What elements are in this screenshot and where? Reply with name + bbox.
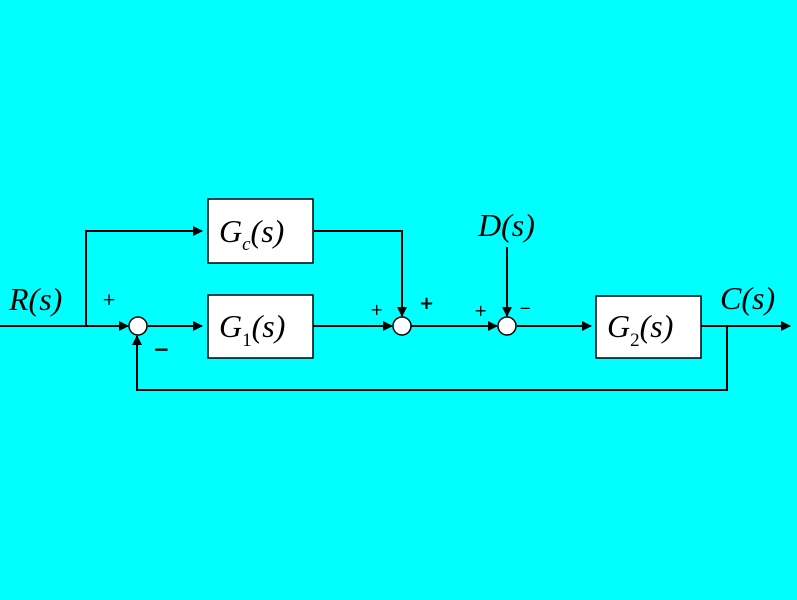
input-signal-label: R(s) <box>8 281 62 317</box>
output-symbol: C <box>720 280 742 316</box>
block-g2-label: G2(s) <box>607 308 673 351</box>
block-gc <box>207 198 314 264</box>
block-g2 <box>595 295 702 359</box>
g2-subscript: 2 <box>630 330 640 351</box>
input-symbol: R <box>8 281 29 317</box>
feedback-path <box>132 326 728 391</box>
j1-minus-sign: − <box>153 337 170 361</box>
j2-top-plus-sign: + <box>419 293 434 314</box>
block-g1-label: G1(s) <box>219 308 285 351</box>
gc-argument: (s) <box>251 213 285 249</box>
summing-junction-1 <box>128 316 148 336</box>
block-gc-label: Gc(s) <box>219 213 284 255</box>
g1-argument: (s) <box>252 308 286 344</box>
block-g1 <box>207 294 314 359</box>
output-signal-label: C(s) <box>720 280 775 316</box>
g2-symbol: G <box>607 308 630 344</box>
j3-left-plus-sign: + <box>474 301 487 320</box>
gc-symbol: G <box>219 213 242 249</box>
g1-symbol: G <box>219 308 242 344</box>
gc-subscript: c <box>242 234 251 255</box>
summing-junction-2 <box>392 316 412 336</box>
j3-minus-sign: − <box>519 299 532 317</box>
gc-to-j2-line <box>314 230 407 317</box>
g2-argument: (s) <box>640 308 674 344</box>
disturbance-argument: (s) <box>501 207 535 243</box>
output-argument: (s) <box>741 280 775 316</box>
summing-junction-3 <box>497 316 517 336</box>
disturbance-symbol: D <box>477 207 501 243</box>
input-argument: (s) <box>29 281 63 317</box>
disturbance-signal-label: D(s) <box>477 207 535 243</box>
feedforward-path <box>85 226 203 326</box>
j2-left-plus-sign: + <box>370 300 383 319</box>
g1-subscript: 1 <box>242 330 252 351</box>
j1-plus-sign: + <box>102 290 116 310</box>
